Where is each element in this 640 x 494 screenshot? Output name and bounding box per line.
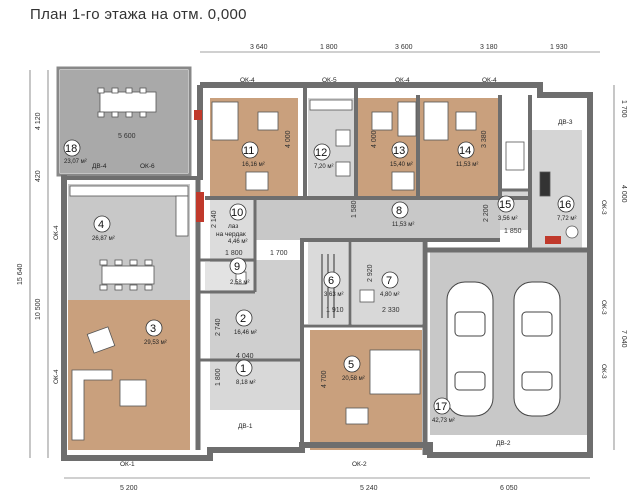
right-dim-3: 7 040 bbox=[620, 330, 627, 348]
room-17-area: 42,73 м² bbox=[432, 418, 455, 424]
room-9-number: 9 bbox=[234, 261, 240, 273]
inner-dim-12: 1 800 bbox=[215, 368, 222, 386]
inner-dim-9: 2 920 bbox=[367, 264, 374, 282]
left-dim-2: 420 bbox=[35, 170, 42, 182]
left-dim-1: 4 120 bbox=[35, 112, 42, 130]
room-8-floor bbox=[255, 200, 500, 240]
brick-elements bbox=[194, 110, 561, 244]
inner-dim-1: 5 600 bbox=[118, 133, 136, 140]
room-11-area: 16,16 м² bbox=[242, 162, 265, 168]
room-3-number: 3 bbox=[150, 323, 156, 335]
bottom-dim-2: 5 240 bbox=[360, 485, 378, 492]
inner-dim-15: 1 910 bbox=[326, 307, 344, 314]
room-markers bbox=[63, 139, 575, 415]
room-15-number: 15 bbox=[499, 199, 511, 211]
room-3-area: 29,53 м² bbox=[144, 340, 167, 346]
inner-dim-3: 4 000 bbox=[371, 130, 378, 148]
room-10-area: 4,46 м² bbox=[228, 239, 247, 245]
room-2-number: 2 bbox=[240, 313, 246, 325]
bottom-dim-3: 6 050 bbox=[500, 485, 518, 492]
top-dim-3: 3 600 bbox=[395, 44, 413, 51]
window-tag-3: ОК-4 bbox=[395, 77, 410, 84]
room-1-floor bbox=[210, 362, 302, 410]
window-tag-2: ОК-5 bbox=[322, 77, 337, 84]
room-8-area: 11,53 м² bbox=[392, 222, 414, 228]
window-tag-8: ОК-3 bbox=[600, 200, 607, 215]
top-dim-5: 1 930 bbox=[550, 44, 568, 51]
room-14-number: 14 bbox=[459, 145, 471, 157]
door-tag-6: ДВ-4 bbox=[92, 163, 107, 170]
dimension-lines bbox=[29, 51, 615, 479]
window-tag-14: ОК-2 bbox=[352, 461, 367, 468]
window-tag-1: ОК-4 bbox=[240, 77, 255, 84]
inner-dim-17: 2 200 bbox=[483, 204, 490, 222]
window-tag-5: ОК-6 bbox=[140, 163, 155, 170]
inner-dim-2: 4 000 bbox=[285, 130, 292, 148]
room-4-number: 4 bbox=[98, 219, 104, 231]
room-14-area: 11,53 м² bbox=[456, 162, 478, 168]
room-9-area: 2,58 м² bbox=[230, 280, 249, 286]
inner-dim-7: 2 140 bbox=[211, 210, 218, 228]
plan-title: План 1-го этажа на отм. 0,000 bbox=[30, 6, 247, 23]
room-18-number: 18 bbox=[65, 143, 77, 155]
inner-dim-16: 1 850 bbox=[504, 228, 522, 235]
room-13-area: 15,40 м² bbox=[390, 162, 413, 168]
inner-dim-13: 4 700 bbox=[321, 370, 328, 388]
furniture bbox=[69, 87, 579, 441]
room-12-number: 12 bbox=[315, 147, 327, 159]
door-tag-15: ДВ-1 bbox=[238, 423, 253, 430]
room-10-number: 10 bbox=[231, 207, 243, 219]
room-8-number: 8 bbox=[396, 205, 402, 217]
room-6-number: 6 bbox=[328, 275, 334, 287]
inner-dim-14: 2 330 bbox=[382, 307, 400, 314]
car-left bbox=[446, 281, 494, 417]
cars bbox=[446, 281, 561, 417]
top-dim-1: 3 640 bbox=[250, 44, 268, 51]
walls bbox=[56, 66, 593, 461]
top-dim-4: 3 180 bbox=[480, 44, 498, 51]
window-tag-10: ОК-3 bbox=[600, 364, 607, 379]
window-tag-9: ОК-3 bbox=[600, 300, 607, 315]
window-tag-11: ОК-4 bbox=[53, 225, 60, 240]
room-7-area: 4,80 м² bbox=[380, 292, 399, 298]
room-1-number: 1 bbox=[240, 363, 246, 375]
room-7-number: 7 bbox=[386, 275, 392, 287]
door-tag-16: ДВ-2 bbox=[496, 440, 511, 447]
window-tag-12: ОК-4 bbox=[53, 369, 60, 384]
room-10-label2: на чердак bbox=[216, 231, 246, 238]
room-11-number: 11 bbox=[243, 145, 254, 157]
room-2-area: 16,46 м² bbox=[234, 330, 257, 336]
room-10-label1: лаз bbox=[228, 223, 238, 230]
right-dim-2: 4 000 bbox=[620, 185, 627, 203]
inner-dim-5: 1 800 bbox=[225, 250, 243, 257]
top-dim-2: 1 800 bbox=[320, 44, 338, 51]
bottom-dim-1: 5 200 bbox=[120, 485, 138, 492]
window-tag-4: ОК-4 bbox=[482, 77, 497, 84]
inner-dim-8: 1 580 bbox=[351, 200, 358, 218]
inner-dim-10: 2 740 bbox=[215, 318, 222, 336]
room-13-number: 13 bbox=[393, 145, 405, 157]
room-18-floor bbox=[60, 70, 188, 173]
door-tag-7: ДВ-3 bbox=[558, 119, 573, 126]
room-5-number: 5 bbox=[348, 359, 354, 371]
room-16-number: 16 bbox=[559, 199, 571, 211]
room-16-area: 7,72 м² bbox=[557, 216, 576, 222]
window-tag-13: ОК-1 bbox=[120, 461, 135, 468]
room-18-area: 23,07 м² bbox=[64, 159, 87, 165]
inner-dim-4: 3 380 bbox=[481, 130, 488, 148]
room-17-number: 17 bbox=[435, 401, 447, 413]
right-dim-1: 1 700 bbox=[620, 100, 627, 118]
room-12-area: 7,20 м² bbox=[314, 164, 333, 170]
inner-dim-6: 1 700 bbox=[270, 250, 288, 257]
car-right bbox=[513, 281, 561, 417]
left-dim-4: 10 500 bbox=[35, 298, 42, 320]
room-4-area: 26,87 м² bbox=[92, 236, 115, 242]
room-15-area: 3,56 м² bbox=[498, 216, 517, 222]
room-5-area: 20,58 м² bbox=[342, 376, 365, 382]
inner-dim-11: 4 040 bbox=[236, 353, 254, 360]
room-1-area: 8,18 м² bbox=[236, 380, 255, 386]
left-dim-3: 15 640 bbox=[17, 263, 24, 285]
room-6-area: 3,63 м² bbox=[324, 292, 343, 298]
